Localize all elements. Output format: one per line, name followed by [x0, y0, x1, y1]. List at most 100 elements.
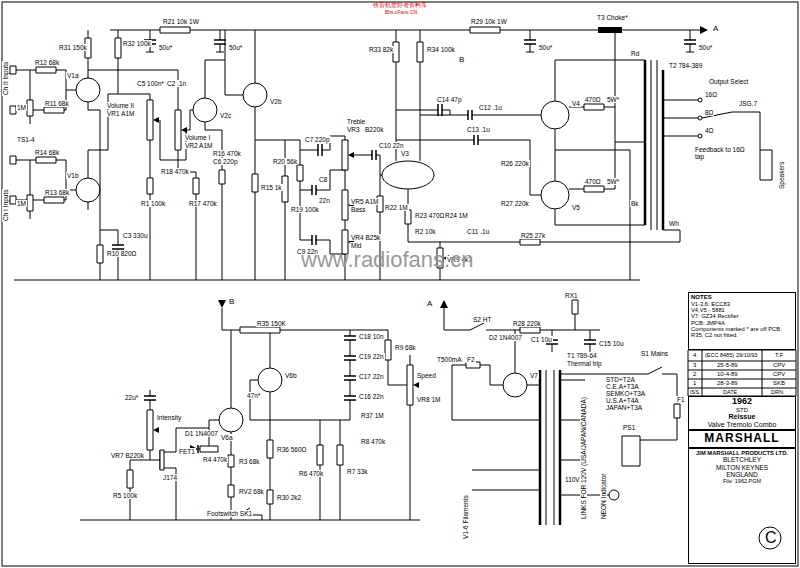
part-label: V1a: [66, 72, 80, 79]
part-label: C3 330u: [122, 232, 149, 239]
revision-table: [688, 350, 796, 396]
box-text: V4,V5 - 5881: [691, 307, 793, 313]
box-text: V1-3,6: ECC83: [691, 301, 793, 307]
part-label: Intensity: [156, 414, 182, 421]
valve-symbol: [541, 101, 569, 129]
valve-symbol: [76, 178, 100, 202]
part-label: RX1: [564, 292, 579, 299]
part-label: Wh: [668, 220, 680, 227]
part-label: V5: [571, 204, 581, 211]
part-label: R6 470k: [298, 470, 324, 477]
brand-box: MARSHALL: [688, 430, 796, 448]
part-label: T2 784-389: [668, 62, 703, 69]
part-label: R24 1M: [444, 212, 469, 219]
part-label: R14 68k: [34, 149, 60, 156]
part-label: Ch II Inputs: [2, 61, 9, 96]
part-label: V1-6 Filaments: [462, 494, 469, 540]
valve-symbol: [541, 181, 569, 209]
part-label: R20 56k: [272, 158, 298, 165]
box-text: ENGLAND: [691, 471, 793, 478]
part-label: R27 220k: [500, 200, 530, 207]
part-label: Output Select: [708, 78, 749, 85]
part-label: R10 820Ω: [106, 250, 137, 257]
part-label: 4Ω: [704, 127, 714, 134]
part-label: NEON Indicator: [600, 472, 607, 520]
part-label: Feedback to 16Ω tap: [694, 146, 748, 160]
valve-symbol: [76, 78, 100, 102]
part-label: CPV: [772, 362, 786, 369]
part-label: 2: [692, 371, 697, 378]
part-label: Bass: [350, 206, 366, 213]
part-label: R19 100k: [290, 206, 320, 213]
part-label: C11 .1u: [466, 228, 490, 235]
part-label: 29/10/93: [735, 352, 758, 358]
part-label: R13 68k: [44, 189, 70, 196]
part-label: 22u*: [124, 394, 139, 401]
part-label: C10 22n: [378, 142, 405, 149]
part-label: 50u*: [698, 44, 713, 51]
part-label: VR2 A1M: [184, 142, 213, 149]
part-label: R3 68k: [238, 458, 261, 465]
part-label: 5W*: [606, 178, 620, 185]
box-text: Components marked * are off PCB.: [691, 326, 793, 332]
box-text: 1962: [691, 397, 793, 407]
part-label: Treble: [346, 118, 366, 125]
part-label: T.F: [774, 352, 784, 359]
valve-symbol: [503, 373, 527, 397]
part-label: B: [458, 56, 465, 65]
part-label: R37 1M: [360, 412, 385, 419]
part-label: www.radiofans.cn: [300, 248, 474, 272]
box-text: MILTON KEYNES: [691, 464, 793, 471]
part-label: V1b: [66, 172, 80, 179]
part-label: FET1: [178, 448, 196, 455]
part-label: C: [764, 529, 778, 547]
part-label: R4 470k: [202, 456, 228, 463]
part-label: VR3: [346, 126, 361, 133]
box-text: MARSHALL: [691, 432, 793, 445]
part-label: T500mA: [436, 356, 463, 363]
box-text: JIM MARSHALL PRODUCTS LTD.: [691, 450, 793, 456]
part-label: Volume I: [184, 134, 211, 141]
part-label: 470Ω: [584, 178, 602, 185]
part-label: C13 .1u: [466, 126, 491, 133]
part-label: VR5 A1M: [350, 198, 379, 205]
part-label: D1 1N4007: [184, 430, 219, 437]
part-label: R35 150K: [256, 320, 287, 327]
part-label: R1 100k: [140, 200, 166, 207]
part-label: 28-3-89: [716, 380, 739, 387]
box-text: R35, C2 not fitted.: [691, 332, 793, 338]
part-label: VR7 B220k: [110, 452, 145, 459]
part-label: V6b: [284, 372, 298, 379]
part-label: V3: [400, 150, 410, 157]
part-label: R26 220k: [500, 160, 530, 167]
part-label: C17 22n: [358, 373, 385, 380]
part-label: R21 10k 1W: [162, 18, 200, 25]
resistor-symbols: [27, 27, 604, 504]
part-label: R31 150k: [58, 44, 88, 51]
part-label: Bk: [630, 200, 640, 207]
part-label: A: [426, 300, 433, 309]
part-label: R18 470k: [160, 168, 190, 175]
part-label: T1 789-64: [566, 352, 598, 359]
part-label: C7 220p: [304, 136, 331, 143]
part-label: V2b: [269, 98, 283, 105]
valve-symbol: [193, 98, 217, 122]
part-label: LINKS FOR 120V (USA/JAPAN/CANADA): [580, 396, 587, 520]
part-label: V2c: [219, 112, 232, 119]
valve-symbol: [219, 408, 243, 432]
part-label: R28 220k: [512, 320, 542, 327]
box-text: PCB: JMP4A: [691, 320, 793, 326]
part-label: S1 Mains: [640, 350, 669, 357]
connector-symbols: [10, 66, 772, 470]
part-label: JSG.7: [738, 100, 758, 107]
part-label: C19 22n: [358, 353, 385, 360]
part-label: TS1-4: [16, 136, 36, 143]
part-label: C12 .1u: [478, 104, 503, 111]
part-label: VR4 B25k: [350, 234, 381, 241]
part-label: VR8 1M: [416, 396, 441, 403]
part-label: J174: [162, 474, 178, 481]
part-label: 1M: [16, 200, 27, 207]
part-label: C1 10u: [530, 336, 553, 343]
